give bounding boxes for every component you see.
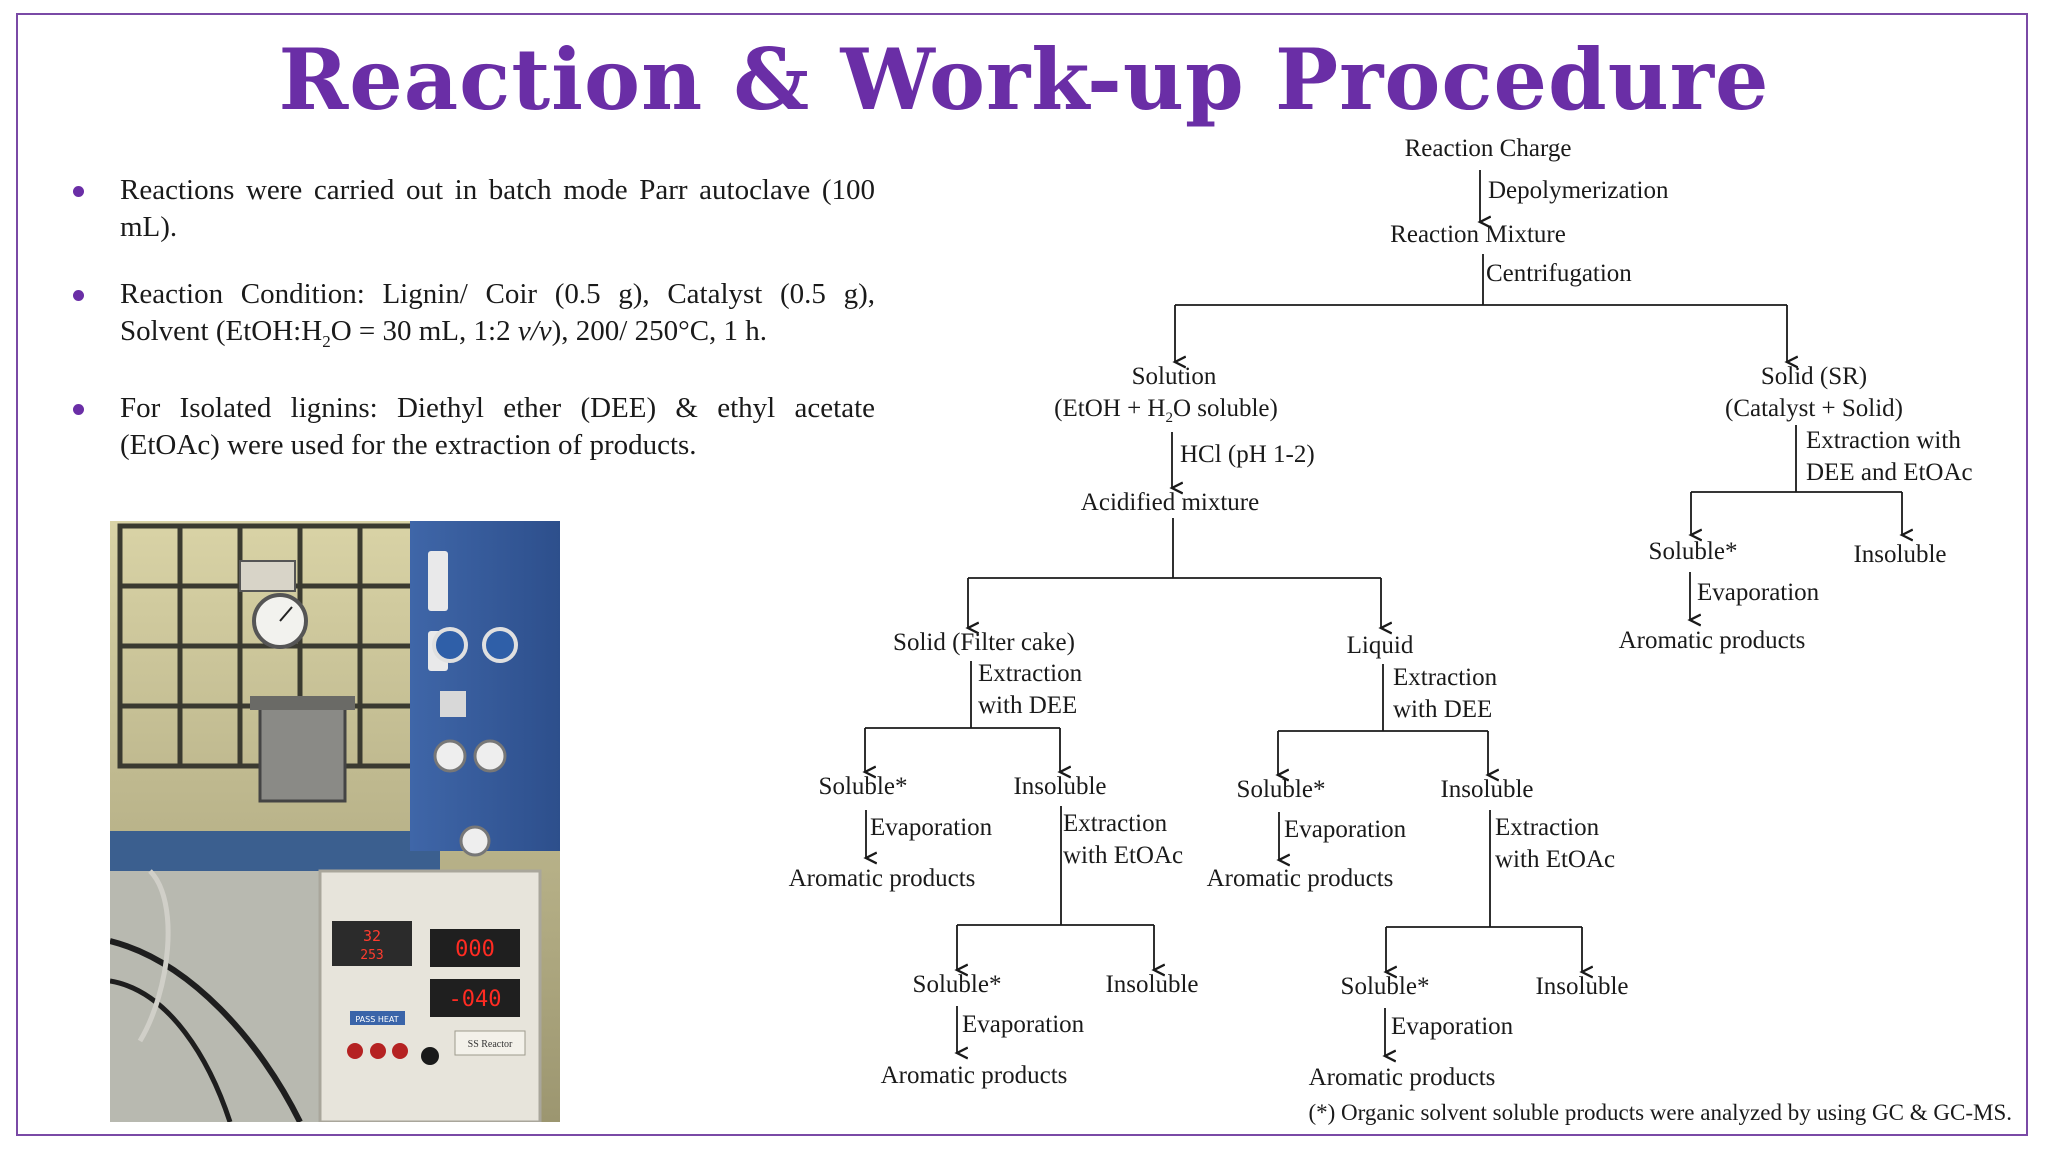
- node-solid-sr-detail: (Catalyst + Solid): [1725, 395, 1903, 422]
- bullet-text: For Isolated lignins: Diethyl ether (DEE…: [120, 391, 875, 461]
- label-extraction: Extraction: [1063, 810, 1168, 837]
- slide-frame: [16, 13, 2028, 1136]
- bullet-dot-icon: [73, 290, 84, 301]
- label-evaporation: Evaporation: [962, 1011, 1085, 1038]
- photo-panel-label: PASS HEAT: [355, 1015, 398, 1024]
- node-soluble: Soluble*: [818, 773, 908, 800]
- label-evaporation: Evaporation: [1391, 1013, 1514, 1040]
- node-soluble: Soluble*: [1236, 776, 1326, 803]
- photo-reactor-label: SS Reactor: [468, 1039, 513, 1050]
- node-insoluble: Insoluble: [1105, 971, 1199, 998]
- node-acidified-mixture: Acidified mixture: [1080, 489, 1260, 516]
- label-dee-and-etoac: DEE and EtOAc: [1806, 459, 1973, 486]
- label-evaporation: Evaporation: [1697, 579, 1820, 606]
- label-hcl: HCl (pH 1-2): [1180, 441, 1315, 468]
- node-reaction-charge: Reaction Charge: [1404, 135, 1572, 162]
- label-evaporation: Evaporation: [1284, 816, 1407, 843]
- label-evaporation: Evaporation: [870, 814, 993, 841]
- node-soluble: Soluble*: [1340, 973, 1430, 1000]
- node-insoluble: Insoluble: [1535, 973, 1629, 1000]
- bullet-dot-icon: [73, 186, 84, 197]
- bullet-item: For Isolated lignins: Diethyl ether (DEE…: [70, 390, 875, 464]
- label-extraction: Extraction: [1495, 814, 1600, 841]
- bullet-list: Reactions were carried out in batch mode…: [70, 172, 875, 494]
- node-aromatic-products: Aromatic products: [1206, 865, 1394, 892]
- node-reaction-mixture: Reaction Mixture: [1390, 221, 1566, 248]
- node-aromatic-products: Aromatic products: [1308, 1064, 1496, 1091]
- label-extraction: Extraction: [1393, 664, 1498, 691]
- label-with-dee: with DEE: [1393, 696, 1493, 723]
- label-extraction: Extraction: [978, 660, 1083, 687]
- node-aromatic-products: Aromatic products: [880, 1062, 1068, 1089]
- node-filter-cake: Solid (Filter cake): [893, 629, 1075, 656]
- node-insoluble: Insoluble: [1853, 541, 1947, 568]
- label-with-etoac: with EtOAc: [1063, 842, 1184, 869]
- node-solution: Solution: [1131, 363, 1217, 390]
- node-aromatic-products: Aromatic products: [788, 865, 976, 892]
- node-liquid: Liquid: [1346, 632, 1414, 659]
- node-insoluble: Insoluble: [1013, 773, 1107, 800]
- label-depolymerization: Depolymerization: [1488, 177, 1669, 204]
- photo-display-red-1: 32: [363, 927, 381, 945]
- bullet-item: Reaction Condition: Lignin/ Coir (0.5 g)…: [70, 276, 875, 360]
- photo-display-big-1: 000: [455, 937, 495, 962]
- bullet-text: Reactions were carried out in batch mode…: [120, 174, 875, 243]
- label-centrifugation: Centrifugation: [1486, 260, 1632, 287]
- bullet-item: Reactions were carried out in batch mode…: [70, 172, 875, 246]
- reactor-photo: 32 253 000 -040 PASS HEAT SS Reactor: [110, 521, 560, 1122]
- footnote: (*) Organic solvent soluble products wer…: [1308, 1100, 2012, 1125]
- reactor-photo-drawing: 32 253 000 -040 PASS HEAT SS Reactor: [110, 521, 560, 1122]
- node-solution-detail: (EtOH + H2O soluble): [1054, 395, 1278, 426]
- slide-title: Reaction & Work-up Procedure: [278, 30, 1770, 129]
- node-soluble: Soluble*: [1648, 538, 1738, 565]
- node-aromatic-products: Aromatic products: [1618, 627, 1806, 654]
- bullet-dot-icon: [73, 403, 84, 415]
- label-with-dee: with DEE: [978, 692, 1078, 719]
- label-extraction-with: Extraction with: [1806, 427, 1961, 454]
- bullet-text: Reaction Condition: Lignin/ Coir (0.5 g)…: [120, 278, 875, 351]
- photo-display-red-2: 253: [360, 948, 383, 963]
- node-soluble: Soluble*: [912, 971, 1002, 998]
- label-with-etoac: with EtOAc: [1495, 846, 1616, 873]
- photo-display-big-2: -040: [449, 987, 502, 1012]
- node-insoluble: Insoluble: [1440, 776, 1534, 803]
- node-solid-sr: Solid (SR): [1760, 363, 1868, 390]
